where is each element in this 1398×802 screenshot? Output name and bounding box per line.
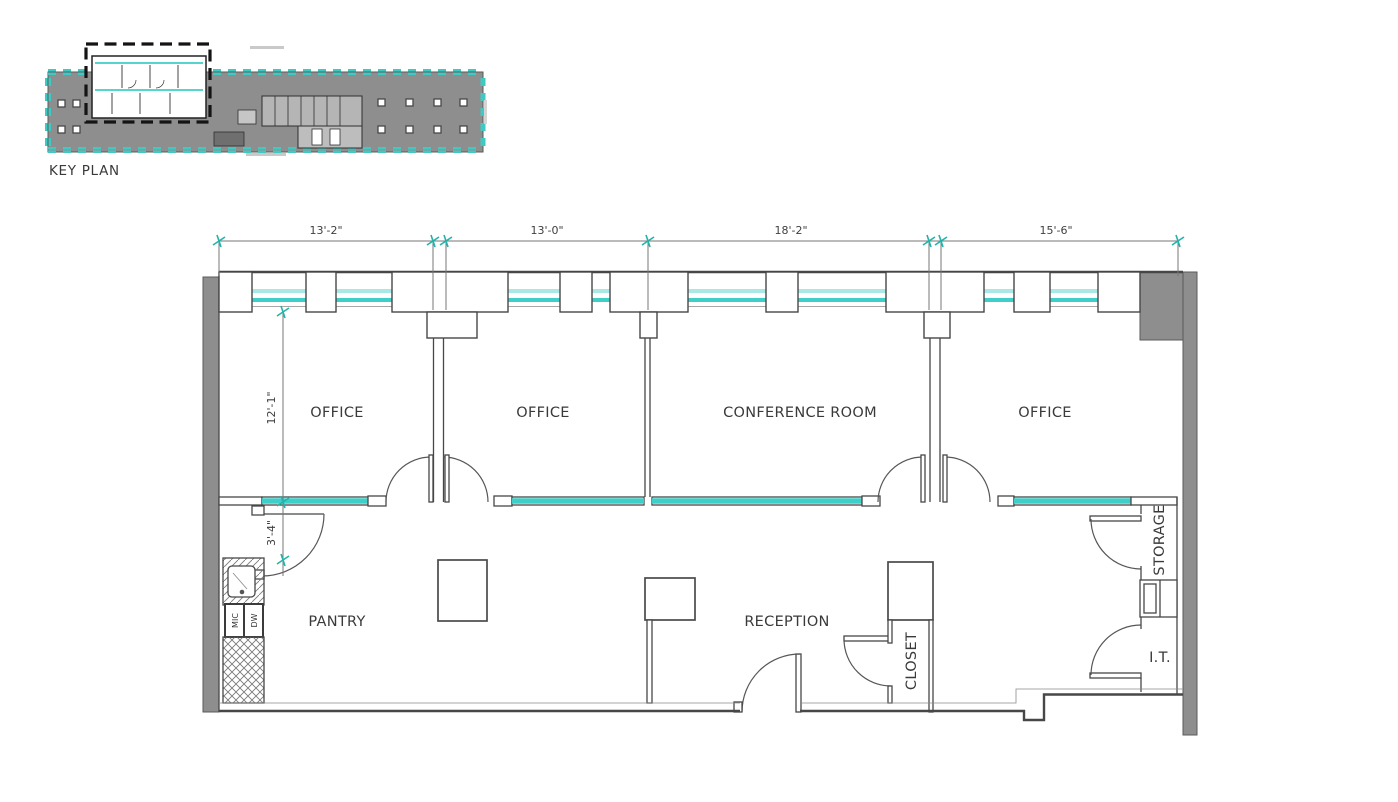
top-window-wall — [218, 270, 1183, 339]
exterior-walls — [202, 271, 1198, 736]
right-shell-wall — [1182, 271, 1198, 736]
room-label-conference-room: CONFERENCE ROOM — [723, 405, 877, 421]
room-label-office-2: OFFICE — [516, 405, 569, 421]
sink-drain — [239, 589, 245, 595]
table — [437, 559, 488, 622]
door-closet — [843, 635, 892, 687]
key-plan-suite — [91, 55, 207, 119]
room-label-office-1: OFFICE — [310, 405, 363, 421]
dimensions-left: 12'-1" 3'-4" — [265, 305, 290, 576]
key-plan: KEY PLAN — [45, 42, 487, 179]
door-conference-room — [877, 454, 926, 503]
door-entry — [733, 653, 802, 713]
room-label-storage: STORAGE — [1152, 504, 1168, 575]
partition-office1-office2 — [432, 338, 445, 502]
left-shell-wall — [202, 276, 220, 713]
closet-cabinet — [887, 561, 934, 621]
pantry-kitchen: MIC DW — [222, 557, 265, 704]
room-label-pantry: PANTRY — [308, 614, 365, 630]
dimension-bay-2: 13'-0" — [530, 224, 563, 237]
window-glazing — [252, 289, 1098, 307]
key-plan-window-ticks — [45, 69, 486, 153]
base-cabinet-run — [222, 636, 265, 704]
door-storage — [1089, 515, 1142, 570]
room-labels: OFFICE OFFICE CONFERENCE ROOM OFFICE PAN… — [308, 405, 1171, 690]
door-office-1 — [385, 454, 434, 503]
door-office-2 — [442, 454, 489, 503]
microwave-label: MIC — [231, 613, 240, 628]
furniture — [437, 559, 934, 704]
sink — [227, 565, 256, 598]
doors — [251, 454, 1142, 713]
dimension-bay-1: 13'-2" — [309, 224, 342, 237]
key-plan-core — [213, 95, 363, 149]
room-label-office-3: OFFICE — [1018, 405, 1071, 421]
door-office-3 — [942, 454, 991, 503]
partition-office2-conference — [644, 338, 651, 497]
dimension-bay-3: 18'-2" — [774, 224, 807, 237]
top-right-shell-pier — [1139, 271, 1184, 341]
room-label-closet: CLOSET — [904, 632, 920, 690]
reception-spur-wall — [646, 619, 653, 704]
storage-it-block — [1139, 497, 1178, 695]
dimension-bay-4: 15'-6" — [1039, 224, 1072, 237]
window-wall-piers — [218, 271, 1141, 339]
dimension-pantry-door: 3'-4" — [265, 520, 278, 546]
door-it-room — [1089, 624, 1142, 679]
room-label-it-room: I.T. — [1149, 650, 1171, 666]
dishwasher-label: DW — [250, 613, 259, 627]
key-plan-suite-highlight — [84, 42, 212, 124]
bottom-wall — [219, 688, 1183, 722]
key-plan-micro-text — [246, 46, 487, 156]
floor-plan: MIC DW — [202, 224, 1198, 736]
key-plan-label: KEY PLAN — [49, 163, 120, 179]
key-plan-columns — [57, 98, 468, 134]
partition-conference-office3 — [929, 338, 941, 502]
reception-desk — [644, 577, 696, 621]
corridor-glass-wall — [218, 495, 1178, 507]
dimensions-top: 13'-2" 13'-0" 18'-2" 15'-6" — [212, 224, 1185, 310]
dimension-office-depth: 12'-1" — [265, 391, 278, 424]
room-label-reception: RECEPTION — [744, 614, 829, 630]
